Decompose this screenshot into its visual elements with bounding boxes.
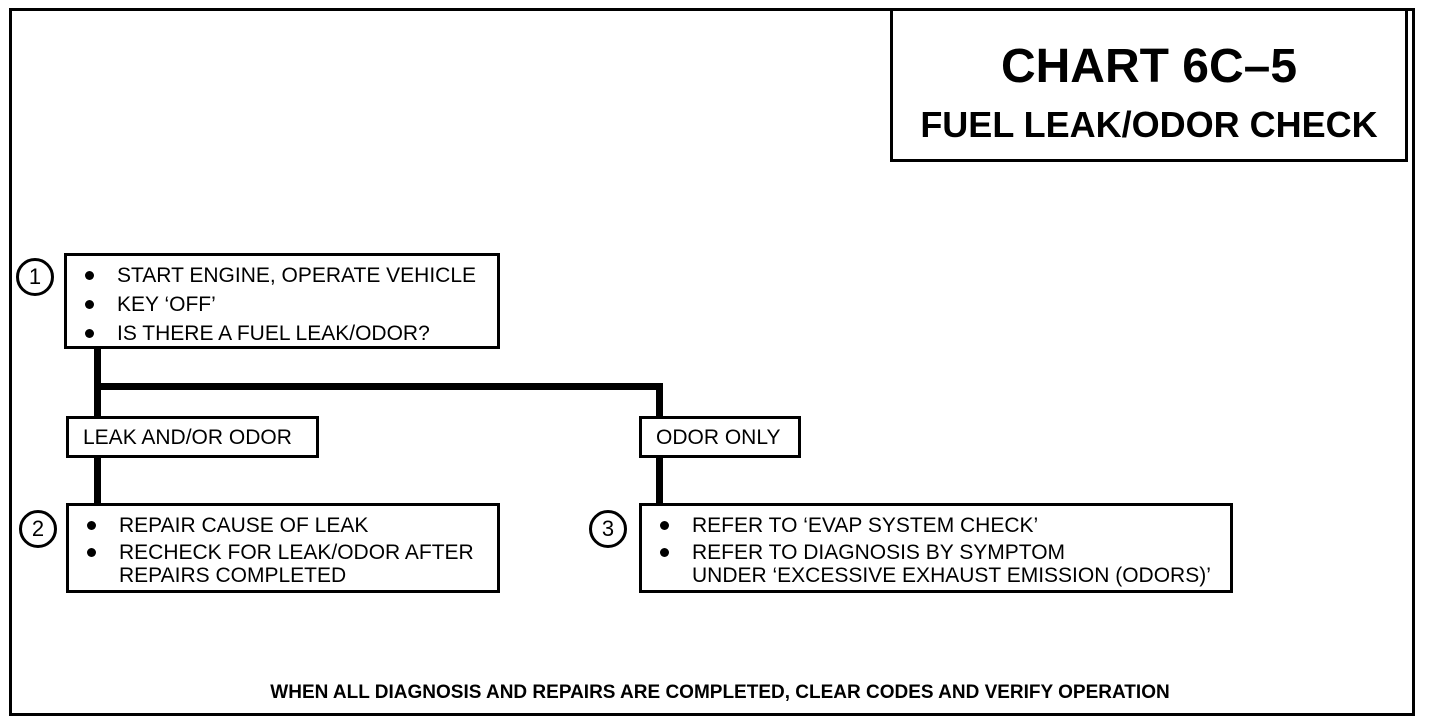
- chart-title: CHART 6C–5: [1000, 40, 1298, 93]
- connector-horizontal: [94, 383, 663, 390]
- step-2-item-line: RECHECK FOR LEAK/ODOR AFTER: [119, 541, 474, 564]
- connector-right-down: [656, 383, 663, 420]
- branch-label-leak-and-odor: LEAK AND/OR ODOR: [66, 416, 319, 458]
- step-1-box: START ENGINE, OPERATE VEHICLE KEY ‘OFF’ …: [64, 253, 500, 349]
- title-box: CHART 6C–5 FUEL LEAK/ODOR CHECK: [890, 8, 1408, 162]
- connector-right-to-step3: [656, 456, 663, 506]
- step-2-item: RECHECK FOR LEAK/ODOR AFTER REPAIRS COMP…: [69, 539, 497, 589]
- step-2-box: REPAIR CAUSE OF LEAK RECHECK FOR LEAK/OD…: [66, 503, 500, 593]
- branch-label-odor-only: ODOR ONLY: [639, 416, 801, 458]
- step-3-item: REFER TO ‘EVAP SYSTEM CHECK’: [642, 512, 1230, 539]
- footer-note: WHEN ALL DIAGNOSIS AND REPAIRS ARE COMPL…: [270, 682, 1170, 703]
- step-3-box: REFER TO ‘EVAP SYSTEM CHECK’ REFER TO DI…: [639, 503, 1233, 593]
- step-number-1: 1: [16, 258, 54, 296]
- step-2-item: REPAIR CAUSE OF LEAK: [69, 512, 497, 539]
- step-2-item-line: REPAIRS COMPLETED: [119, 564, 347, 587]
- step-number-2: 2: [19, 510, 57, 548]
- step-1-item: START ENGINE, OPERATE VEHICLE: [67, 262, 497, 289]
- chart-subtitle: FUEL LEAK/ODOR CHECK: [920, 104, 1378, 145]
- step-3-item-line: REFER TO DIAGNOSIS BY SYMPTOM: [692, 541, 1066, 564]
- step-3-item-line: UNDER ‘EXCESSIVE EXHAUST EMISSION (ODORS…: [692, 564, 1211, 587]
- step-3-item: REFER TO DIAGNOSIS BY SYMPTOM UNDER ‘EXC…: [642, 539, 1230, 589]
- step-number-3: 3: [589, 510, 627, 548]
- connector-left-to-step2: [94, 456, 101, 506]
- step-1-item: IS THERE A FUEL LEAK/ODOR?: [67, 320, 497, 347]
- step-1-item: KEY ‘OFF’: [67, 291, 497, 318]
- chart-frame: [9, 8, 1415, 716]
